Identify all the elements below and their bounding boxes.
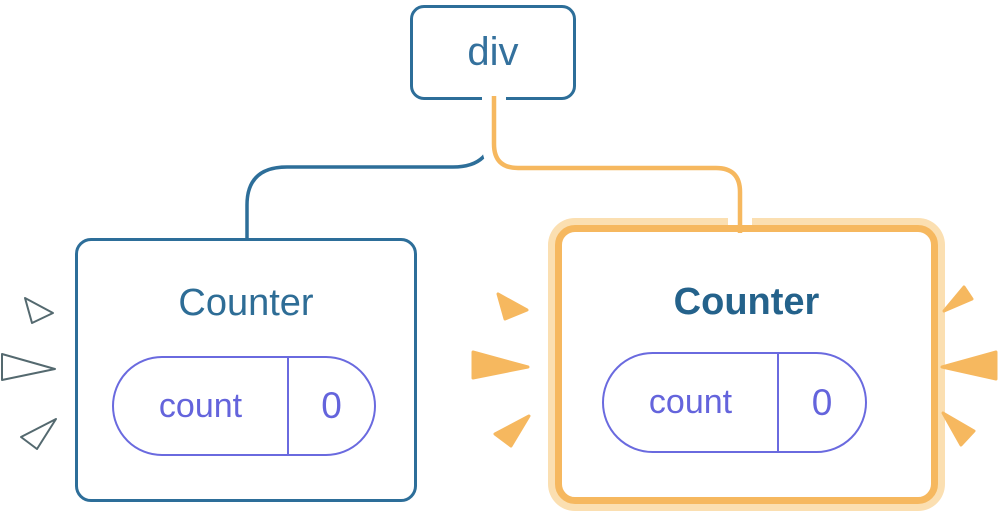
counter-node-left: Counter count 0 <box>75 238 417 502</box>
root-node-label: div <box>467 30 519 74</box>
pill-divider <box>777 354 779 451</box>
white-burst-icon <box>1 297 57 450</box>
spark-icon <box>24 297 54 324</box>
tree-edge-right-casing <box>482 92 752 225</box>
spark-icon <box>1 353 56 381</box>
spark-icon <box>493 414 531 448</box>
spark-icon <box>471 350 530 380</box>
state-key-label: count <box>648 383 733 421</box>
root-node-div: div <box>410 5 576 100</box>
state-value: 0 <box>321 385 342 426</box>
tree-edge-right-highlighted <box>491 96 743 233</box>
component-title: Counter <box>178 282 314 324</box>
spark-icon <box>20 418 57 450</box>
counter-node-right-highlighted: Counter count 0 <box>555 225 938 504</box>
state-pill: count 0 <box>112 356 376 456</box>
tree-edge-left <box>245 98 495 240</box>
orange-burst-right-icon <box>940 285 998 447</box>
pill-divider <box>287 358 289 454</box>
orange-burst-left-icon <box>471 292 531 448</box>
spark-icon <box>942 285 974 313</box>
spark-icon <box>941 411 976 447</box>
state-key-label: count <box>158 386 243 425</box>
state-value: 0 <box>811 381 833 423</box>
component-title: Counter <box>673 281 820 323</box>
state-pill: count 0 <box>602 352 867 453</box>
spark-icon <box>496 292 529 321</box>
spark-icon <box>940 350 998 381</box>
